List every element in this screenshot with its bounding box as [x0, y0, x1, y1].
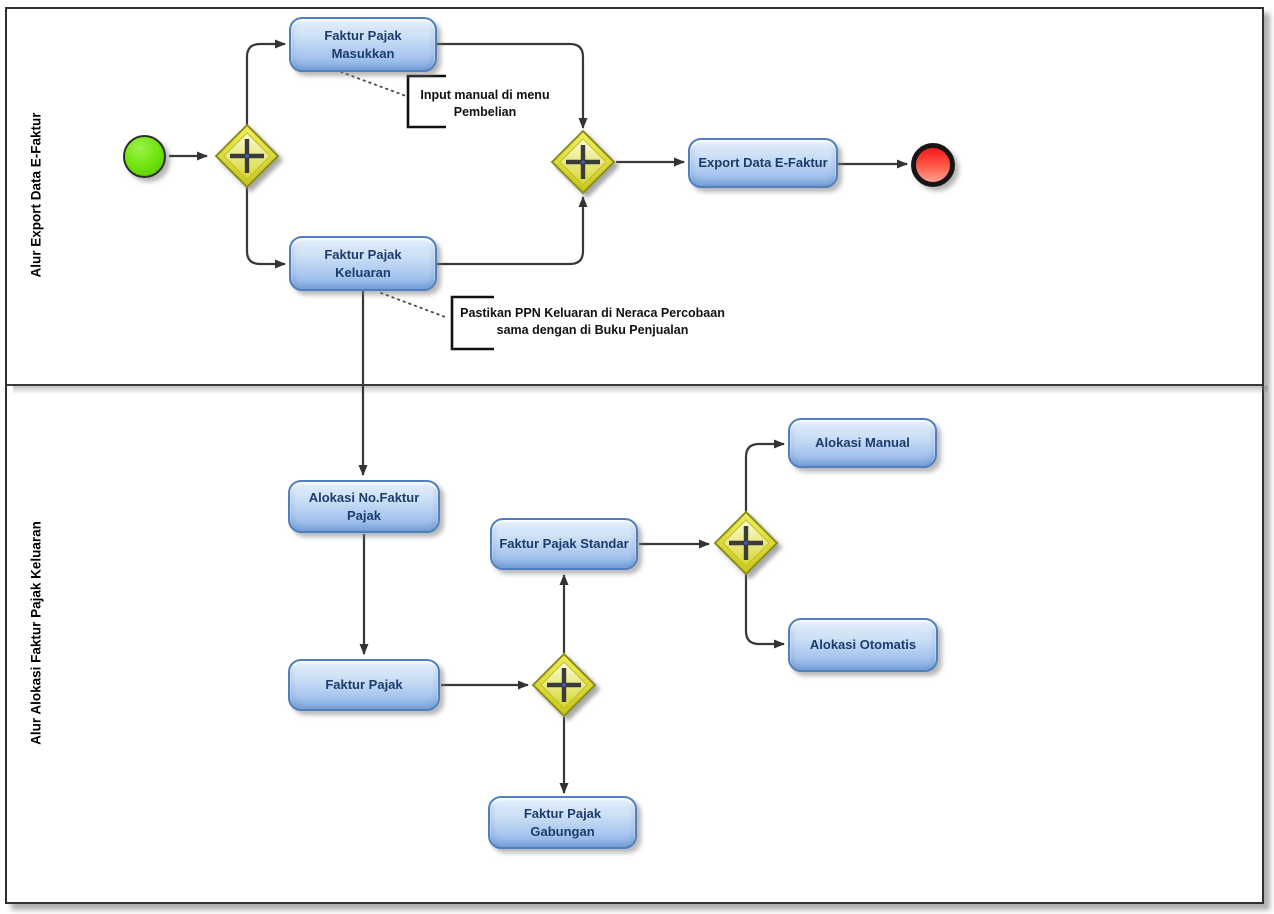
text-annotation-input-manual: Input manual di menu Pembelian: [410, 87, 560, 121]
annotation-line: Pastikan PPN Keluaran di Neraca Percobaa…: [460, 306, 725, 320]
end-event: [911, 143, 955, 187]
annotation-line: Input manual di menu: [420, 88, 550, 102]
task-faktur-pajak: Faktur Pajak: [288, 659, 440, 711]
flow-gateway4-to-otomatis: [744, 574, 785, 649]
text-annotation-pastikan-ppn: Pastikan PPN Keluaran di Neraca Percobaa…: [455, 305, 730, 339]
annotation-bracket-2: [450, 295, 494, 351]
flow-gateway4-to-manual: [744, 439, 785, 512]
task-export-data-efaktur: Export Data E-Faktur: [688, 138, 838, 188]
association-keluaran-annotation: [380, 292, 449, 319]
lane-divider: [7, 384, 1268, 394]
parallel-gateway-1: [214, 123, 280, 189]
flow-gateway1-to-keluaran: [245, 187, 286, 269]
pool-frame: [5, 7, 1268, 904]
parallel-gateway-3: [531, 652, 597, 718]
parallel-gateway-4: [713, 510, 779, 576]
annotation-line: sama dengan di Buku Penjualan: [496, 323, 689, 337]
flow-gateway1-to-masukkan: [245, 39, 286, 125]
association-masukkan-annotation: [340, 71, 407, 97]
parallel-gateway-2: [550, 129, 616, 195]
annotation-bracket-1: [406, 74, 446, 129]
task-alokasi-otomatis: Alokasi Otomatis: [788, 618, 938, 672]
task-alokasi-manual: Alokasi Manual: [788, 418, 937, 468]
flow-keluaran-to-gateway2: [437, 196, 588, 266]
sequence-flows: [169, 39, 908, 794]
task-faktur-pajak-gabungan: Faktur Pajak Gabungan: [488, 796, 637, 849]
task-alokasi-no-faktur-pajak: Alokasi No.Faktur Pajak: [288, 480, 440, 533]
task-faktur-pajak-standar: Faktur Pajak Standar: [490, 518, 638, 570]
annotation-line: Pembelian: [453, 105, 517, 119]
flow-masukkan-to-gateway2: [437, 42, 588, 129]
task-faktur-pajak-masukkan: Faktur Pajak Masukkan: [289, 17, 437, 72]
task-faktur-pajak-keluaran: Faktur Pajak Keluaran: [289, 236, 437, 291]
start-event: [123, 135, 166, 178]
